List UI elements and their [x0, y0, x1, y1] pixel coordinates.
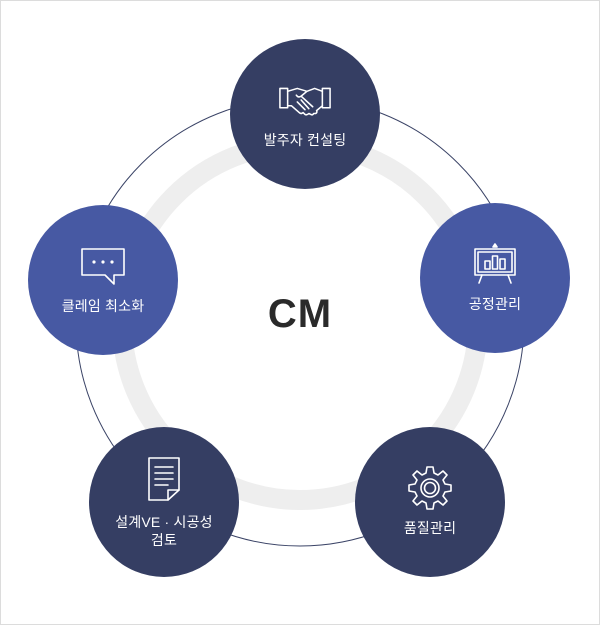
gear-icon [403, 466, 457, 510]
document-icon [137, 455, 191, 503]
node-label: 공정관리 [468, 296, 522, 312]
node-claim-minimization: 클레임 최소화 [28, 205, 178, 355]
node-label: 클레임 최소화 [61, 298, 145, 314]
node-client-consulting: 발주자 컨설팅 [230, 39, 380, 189]
node-quality-management: 품질관리 [355, 427, 505, 577]
node-label-line-2: 검토 [150, 532, 178, 548]
node-schedule-management: 공정관리 [420, 203, 570, 353]
center-title: CM [267, 292, 333, 336]
node-label: 발주자 컨설팅 [263, 132, 347, 148]
chat-bubble-icon [76, 245, 130, 287]
presentation-board-icon [468, 243, 522, 285]
handshake-icon [278, 79, 332, 121]
node-label: 품질관리 [403, 520, 457, 536]
node-design-ve-constructability: 설계VE · 시공성 검토 [89, 427, 239, 577]
node-label: 설계VE · 시공성 검토 [115, 513, 213, 549]
node-label-line-1: 설계VE · 시공성 [115, 514, 213, 530]
